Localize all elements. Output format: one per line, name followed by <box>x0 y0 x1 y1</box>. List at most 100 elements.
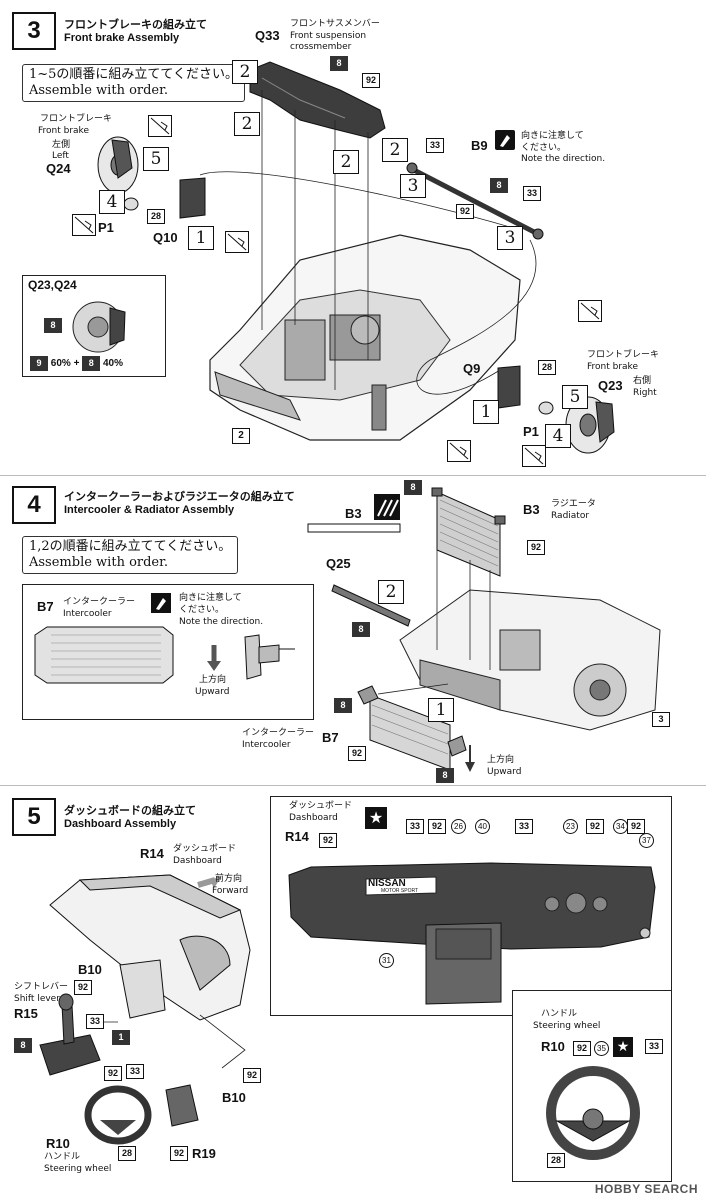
part-number-92: 92 <box>428 819 446 834</box>
part-number-92: 92 <box>243 1068 261 1083</box>
step3-inset-panel <box>22 275 166 377</box>
forward-ja: 前方向 <box>215 874 243 884</box>
intercooler-en: Intercooler <box>63 609 112 619</box>
step-4-marker: 4 <box>99 190 125 214</box>
part-number-33: 33 <box>523 186 541 201</box>
part-b10: B10 <box>222 1090 246 1105</box>
step4-number: 4 <box>12 486 56 524</box>
part-number-28: 28 <box>118 1146 136 1161</box>
part-number-8: 8 <box>44 318 62 333</box>
mix-a: 60% <box>50 358 71 369</box>
step4-order-en: Assemble with order. <box>29 555 169 570</box>
step4-section: 4 インタークーラーおよびラジエータの組み立て Intercooler & Ra… <box>0 480 706 783</box>
upward-ja2: 上方向 <box>487 755 515 765</box>
intercooler-en2: Intercooler <box>242 740 291 750</box>
step4-title-ja: インタークーラーおよびラジエータの組み立て <box>64 490 295 503</box>
part-p1: P1 <box>98 220 114 235</box>
radiator-en: Radiator <box>551 511 590 521</box>
part-number-92: 92 <box>170 1146 188 1161</box>
step4-order-note: 1,2の順番に組み立ててください。 Assemble with order. <box>22 536 239 574</box>
step3-title-ja: フロントブレーキの組み立て <box>64 18 207 31</box>
part-number-92: 92 <box>362 73 380 88</box>
part-q10: Q10 <box>153 230 178 245</box>
part-q23: Q23 <box>598 378 623 393</box>
part-number-8: 8 <box>436 768 454 783</box>
divider <box>0 785 706 786</box>
cut-icon <box>225 231 249 253</box>
part-q24: Q24 <box>46 161 71 176</box>
step-2-marker: 2 <box>234 112 260 136</box>
cut-icon <box>447 440 471 462</box>
part-number-8: 8 <box>490 178 508 193</box>
part-number-92: 92 <box>348 746 366 761</box>
step5-number: 5 <box>12 798 56 836</box>
part-number-33: 33 <box>426 138 444 153</box>
right-ja: 右側 <box>633 376 652 386</box>
brake-right-en: Front brake <box>587 362 638 372</box>
part-number-92: 92 <box>586 819 604 834</box>
step-5-marker: 5 <box>562 385 588 409</box>
watermark: HOBBY SEARCH <box>594 1182 698 1196</box>
divider <box>0 475 706 476</box>
part-b7: B7 <box>322 730 339 745</box>
color-9: 9 <box>30 356 48 371</box>
direction-ja2: ください。 <box>521 143 567 153</box>
cut-icon <box>522 445 546 467</box>
part-number-28: 28 <box>147 209 165 224</box>
shift-en: Shift lever <box>14 994 60 1004</box>
step4-drawing <box>307 487 661 772</box>
direction-ja: 向きに注意して <box>179 593 242 603</box>
upward-en2: Upward <box>487 767 522 777</box>
part-number-33: 33 <box>515 819 533 834</box>
step5-section: 5 ダッシュボードの組み立て Dashboard Assembly R14 ダッ… <box>0 790 706 1200</box>
step3-order-ja: 1~5の順番に組み立ててください。 <box>29 67 239 82</box>
part-number-31: 31 <box>379 953 394 968</box>
part-r14: R14 <box>140 846 164 861</box>
step-3-marker: 3 <box>400 174 426 198</box>
color-mix: 9 60% + 8 40% <box>30 356 123 371</box>
cut-icon <box>72 214 96 236</box>
part-q25: Q25 <box>326 556 351 571</box>
part-number-8: 8 <box>352 622 370 637</box>
step-5-marker: 5 <box>143 147 169 171</box>
part-b3: B3 <box>345 506 362 521</box>
step-4-marker: 4 <box>545 424 571 448</box>
step5-title-en: Dashboard Assembly <box>64 818 177 830</box>
part-b9: B9 <box>471 138 488 153</box>
right-en: Right <box>633 388 657 398</box>
caution-icon <box>495 130 515 150</box>
mix-plus: + <box>73 358 80 369</box>
part-number-92: 92 <box>527 540 545 555</box>
part-number-1: 1 <box>112 1030 130 1045</box>
part-p1: P1 <box>523 424 539 439</box>
mix-b: 40% <box>102 358 123 369</box>
part-number-33: 33 <box>406 819 424 834</box>
step-3-marker: 3 <box>497 226 523 250</box>
step4-title-en: Intercooler & Radiator Assembly <box>64 504 235 516</box>
wheel-en: Steering wheel <box>44 1164 112 1174</box>
part-q9: Q9 <box>463 361 481 376</box>
radiator-ja: ラジエータ <box>551 499 596 509</box>
brake-left-ja: フロントブレーキ <box>40 114 113 124</box>
suspension-label-en2: crossmember <box>290 42 352 52</box>
part-number-23: 23 <box>563 819 578 834</box>
wheel-ja2: ハンドル <box>541 1009 578 1019</box>
wheel-ja: ハンドル <box>44 1152 81 1162</box>
brake-left-en: Front brake <box>38 126 89 136</box>
part-number-92: 92 <box>456 204 474 219</box>
part-b10: B10 <box>78 962 102 977</box>
part-number-33: 33 <box>645 1039 663 1054</box>
part-b7: B7 <box>37 599 54 614</box>
part-number-28: 28 <box>547 1153 565 1168</box>
nissan-logo: NISSAN <box>368 878 406 889</box>
part-b3: B3 <box>523 502 540 517</box>
forward-en: Forward <box>212 886 249 896</box>
part-number-92: 92 <box>74 980 92 995</box>
dash-ja: ダッシュボード <box>173 844 237 854</box>
left-en: Left <box>52 151 69 161</box>
part-number-92: 92 <box>319 833 337 848</box>
wheel-en2: Steering wheel <box>533 1021 601 1031</box>
part-number-35: 35 <box>594 1041 609 1056</box>
part-r19: R19 <box>192 1146 216 1161</box>
part-number-33: 33 <box>86 1014 104 1029</box>
